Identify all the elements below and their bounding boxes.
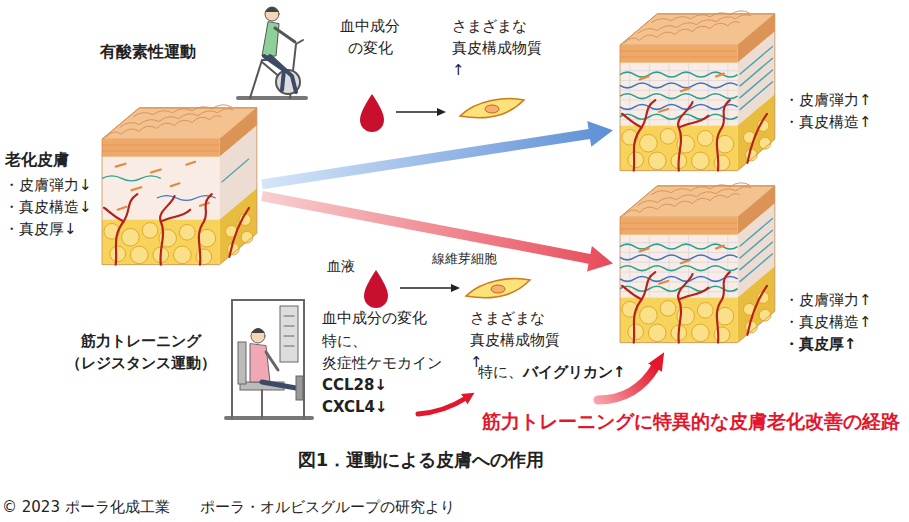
node-heading: 老化皮膚: [5, 148, 69, 171]
label-text: 血中成分の変化: [322, 308, 427, 330]
skin-node: ・皮膚弾力↑・真皮構造↑: [616, 6, 906, 174]
exercise-bike-icon: [238, 7, 306, 98]
label-text: 特に、 炎症性ケモカイン: [322, 331, 442, 375]
label-text: CXCL4↓: [322, 397, 388, 419]
label-text: 線維芽細胞: [432, 250, 497, 269]
improved-skin-illustration: [620, 183, 775, 343]
label-text: 筋力トレーニングに特異的な皮膚老化改善の経路: [482, 408, 900, 436]
dense-fibers: [620, 46, 773, 125]
figure-caption: 図1．運動による皮膚への作用: [298, 447, 545, 473]
label-text: CCL28↓: [322, 375, 387, 397]
label-text: 血液: [327, 256, 355, 276]
skin-node: 老化皮膚・皮膚弾力↓・真皮構造↓・真皮厚↓: [2, 98, 260, 264]
skin-layers: [620, 11, 775, 171]
blood-vessels: [622, 100, 767, 171]
aged-skin-illustration: [102, 105, 257, 265]
dense-fibers: [620, 218, 773, 297]
leg-press-icon: [226, 300, 312, 418]
label-text: さまざまな 真皮構成物質↑: [452, 16, 542, 81]
blood-drop: [360, 94, 384, 132]
skin-node: ・皮膚弾力↑・真皮構造↑・真皮厚↑: [616, 176, 906, 358]
fibroblast-cell: [460, 99, 524, 118]
blood-vessels: [622, 272, 767, 343]
node-text: ・皮膚弾力↑: [784, 90, 872, 112]
node-text: ・真皮厚↑: [784, 334, 857, 356]
blood-vessels: [104, 194, 249, 265]
node-text: ・真皮厚↓: [4, 219, 77, 241]
label-text: © 2023 ポーラ化成工業 ポーラ・オルビスグループの研究より: [2, 497, 455, 519]
improved-skin-illustration: [620, 11, 775, 171]
flow-arrow: [261, 191, 613, 272]
sparse-fibers: [102, 159, 249, 210]
label-text: バイグリカン↑: [523, 362, 626, 384]
skin-layers: [102, 105, 257, 265]
node-text: ・真皮構造↑: [784, 112, 872, 134]
label-text: 特に、: [478, 362, 523, 384]
node-text: ・皮膚弾力↑: [784, 290, 872, 312]
label-text: 筋力トレーニング （レジスタンス運動）: [66, 331, 216, 375]
small-arrow: [400, 287, 452, 289]
blood-drop: [364, 270, 388, 308]
red-swoosh-arrow: [418, 398, 466, 414]
flow-arrow: [261, 121, 613, 189]
small-arrow: [396, 111, 438, 113]
label-text: 有酸素性運動: [100, 40, 196, 63]
node-text: ・真皮構造↓: [4, 197, 92, 219]
fibroblast-cell: [466, 279, 530, 298]
node-text: ・真皮構造↑: [784, 312, 872, 334]
node-text: ・皮膚弾力↓: [4, 175, 92, 197]
label-text: 血中成分 の変化: [340, 16, 400, 60]
skin-layers: [620, 183, 775, 343]
